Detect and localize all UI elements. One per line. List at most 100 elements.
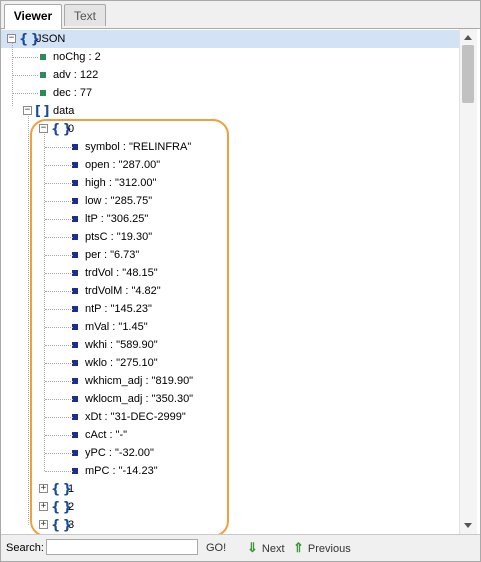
tree-guide-line: [45, 147, 73, 148]
tree-guide-line: [12, 75, 38, 76]
object-icon: { }: [51, 518, 72, 533]
tree-guide-line: [45, 345, 73, 346]
search-input[interactable]: [46, 539, 198, 555]
tree-leaf[interactable]: mPC : "-14.23": [1, 462, 459, 480]
leaf-square-icon: [40, 54, 46, 60]
node-label: xDt : "31-DEC-2999": [85, 411, 186, 423]
object-icon: { }: [51, 122, 72, 137]
leaf-square-icon: [72, 180, 78, 186]
node-label: wkhi : "589.90": [85, 339, 158, 351]
tree-guide-line: [45, 417, 73, 418]
tree-guide-line: [45, 327, 73, 328]
tree-guide-line: [12, 93, 38, 94]
root-label: JSON: [36, 33, 66, 45]
node-label: 3: [68, 519, 75, 531]
tab-viewer[interactable]: Viewer: [4, 4, 62, 29]
leaf-square-icon: [72, 288, 78, 294]
leaf-square-icon: [72, 162, 78, 168]
tree-leaf[interactable]: mVal : "1.45": [1, 318, 459, 336]
tree-leaf[interactable]: wklocm_adj : "350.30": [1, 390, 459, 408]
node-label: 1: [68, 483, 75, 495]
next-label: Next: [261, 543, 285, 555]
tab-text[interactable]: Text: [64, 4, 106, 26]
tree-leaf[interactable]: low : "285.75": [1, 192, 459, 210]
tree-guide-line: [45, 435, 73, 436]
leaf-square-icon: [40, 90, 46, 96]
tree-node-item-3[interactable]: +{ }3: [1, 516, 459, 534]
tree-leaf[interactable]: wkhi : "589.90": [1, 336, 459, 354]
go-button[interactable]: GO!: [206, 542, 227, 554]
arrow-down-icon: ⇓: [247, 540, 258, 555]
tree-node-item-1[interactable]: +{ }1: [1, 480, 459, 498]
tree-leaf[interactable]: cAct : "-": [1, 426, 459, 444]
tree-leaf[interactable]: ntP : "145.23": [1, 300, 459, 318]
tree-leaf[interactable]: symbol : "RELINFRA": [1, 138, 459, 156]
tree-leaf[interactable]: yPC : "-32.00": [1, 444, 459, 462]
tab-bar: Viewer Text: [1, 1, 480, 29]
tree-leaf[interactable]: wklo : "275.10": [1, 354, 459, 372]
tree-guide-line: [45, 183, 73, 184]
tree-node-item-2[interactable]: +{ }2: [1, 498, 459, 516]
node-label: per : "6.73": [85, 249, 140, 261]
tree-guide-line: [45, 255, 73, 256]
tree-guide-line: [45, 165, 73, 166]
tree-node-item-0[interactable]: −{ }0: [1, 120, 459, 138]
search-label: Search:: [6, 542, 44, 554]
leaf-square-icon: [72, 306, 78, 312]
previous-button[interactable]: ⇑Previous: [293, 535, 351, 561]
tree-guide-line: [45, 399, 73, 400]
tree-guide-line: [45, 381, 73, 382]
tree-guide-line: [45, 291, 73, 292]
tree-guide-line: [45, 309, 73, 310]
vertical-scrollbar[interactable]: [459, 29, 477, 534]
scrollbar-thumb[interactable]: [462, 45, 474, 103]
node-label: ntP : "145.23": [85, 303, 152, 315]
tree-leaf[interactable]: high : "312.00": [1, 174, 459, 192]
tree-guide-line: [44, 134, 45, 471]
node-label: trdVolM : "4.82": [85, 285, 161, 297]
expand-toggle-icon[interactable]: +: [39, 483, 48, 493]
leaf-square-icon: [72, 198, 78, 204]
collapse-toggle-icon[interactable]: −: [23, 105, 32, 115]
previous-label: Previous: [307, 543, 351, 555]
node-label: high : "312.00": [85, 177, 157, 189]
leaf-square-icon: [72, 468, 78, 474]
object-icon: { }: [51, 500, 72, 515]
leaf-square-icon: [72, 378, 78, 384]
tree-leaf[interactable]: open : "287.00": [1, 156, 459, 174]
tree-leaf[interactable]: trdVolM : "4.82": [1, 282, 459, 300]
collapse-toggle-icon[interactable]: −: [39, 123, 48, 133]
leaf-square-icon: [72, 216, 78, 222]
collapse-toggle-icon[interactable]: −: [7, 33, 16, 43]
tree-leaf[interactable]: noChg : 2: [1, 48, 459, 66]
node-label: ltP : "306.25": [85, 213, 149, 225]
tree-leaf[interactable]: xDt : "31-DEC-2999": [1, 408, 459, 426]
tree-leaf[interactable]: dec : 77: [1, 84, 459, 102]
expand-toggle-icon[interactable]: +: [39, 501, 48, 511]
tree-leaf[interactable]: ptsC : "19.30": [1, 228, 459, 246]
tree-leaf[interactable]: per : "6.73": [1, 246, 459, 264]
expand-toggle-icon[interactable]: +: [39, 519, 48, 529]
tree-leaf[interactable]: wkhicm_adj : "819.90": [1, 372, 459, 390]
tree-leaf[interactable]: trdVol : "48.15": [1, 264, 459, 282]
node-label: mVal : "1.45": [85, 321, 148, 333]
scroll-down-arrow-icon[interactable]: [464, 523, 472, 528]
data-label: data: [53, 105, 75, 117]
object-icon: { }: [19, 32, 40, 47]
scroll-up-arrow-icon[interactable]: [464, 35, 472, 40]
node-label: mPC : "-14.23": [85, 465, 158, 477]
tree-guide-line: [12, 43, 13, 106]
node-label: dec : 77: [53, 87, 93, 99]
next-button[interactable]: ⇓Next: [247, 535, 285, 561]
tree-guide-line: [45, 471, 73, 472]
tree-leaf[interactable]: adv : 122: [1, 66, 459, 84]
tree-node-root[interactable]: −{ }JSON: [1, 30, 459, 48]
tree-node-data[interactable]: −[ ]data: [1, 102, 459, 120]
tree-leaf[interactable]: ltP : "306.25": [1, 210, 459, 228]
node-label: ptsC : "19.30": [85, 231, 153, 243]
leaf-square-icon: [72, 144, 78, 150]
node-label: noChg : 2: [53, 51, 101, 63]
leaf-square-icon: [72, 252, 78, 258]
